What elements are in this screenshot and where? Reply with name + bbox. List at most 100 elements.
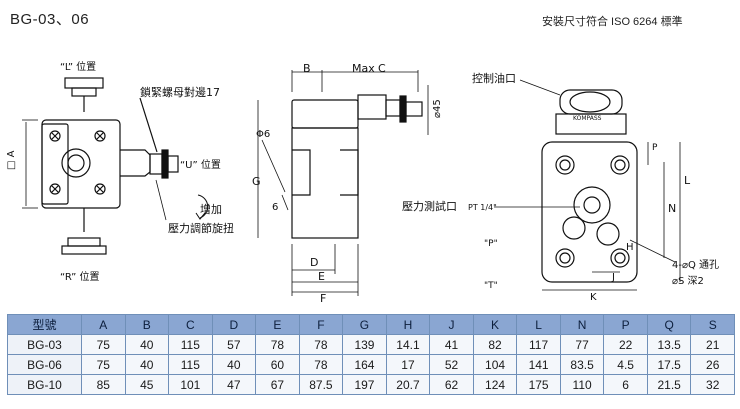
table-cell: 21.5 — [646, 374, 692, 395]
dim-j-label: J — [611, 272, 615, 283]
dim-six-label: 6 — [272, 202, 278, 213]
technical-drawing: “L” 位置 鎖緊螺母對邊17 “U” 位置 增加 壓力調節旋扭 “R” 位置 … — [6, 60, 719, 305]
table-cell: 82 — [472, 334, 518, 355]
table-cell: 124 — [472, 374, 518, 395]
table-cell: 47 — [211, 374, 257, 395]
table-header-cell: H — [385, 314, 431, 335]
table-cell: BG-03 — [7, 334, 82, 355]
table-header-cell: G — [342, 314, 387, 335]
table-header-cell: J — [429, 314, 474, 335]
table-cell: 20.7 — [385, 374, 431, 395]
dim-e-label: E — [318, 270, 325, 283]
standard-note: 安裝尺寸符合 ISO 6264 標準 — [542, 16, 683, 28]
center-view — [257, 70, 429, 296]
dim-d-label: D — [310, 256, 318, 269]
table-cell: 41 — [429, 334, 474, 355]
table-header-cell: Q — [646, 314, 692, 335]
table-row: BG-10 85 45 101 47 67 87.5 197 20.7 62 1… — [7, 374, 735, 395]
table-cell: 62 — [429, 374, 474, 395]
table-cell: 197 — [342, 374, 387, 395]
table-row: BG-06 75 40 115 40 60 78 164 17 52 104 1… — [7, 354, 735, 375]
table-cell: 101 — [168, 374, 213, 395]
dim-h-label: H — [626, 242, 634, 253]
dim-k-label: K — [590, 292, 597, 303]
table-cell: 87.5 — [298, 374, 344, 395]
table-cell: 40 — [211, 354, 257, 375]
table-cell: 164 — [342, 354, 387, 375]
table-cell: BG-10 — [7, 374, 82, 395]
table-cell: 26 — [690, 354, 735, 375]
table-cell: 78 — [255, 334, 300, 355]
table-cell: 60 — [255, 354, 300, 375]
table-cell: 45 — [124, 374, 170, 395]
increase-label: 增加 — [200, 202, 222, 216]
table-cell: 57 — [211, 334, 257, 355]
table-cell: 14.1 — [385, 334, 431, 355]
table-cell: 175 — [516, 374, 561, 395]
dim-max-label: Max — [352, 62, 375, 75]
table-cell: 17.5 — [646, 354, 692, 375]
table-cell: 6 — [603, 374, 648, 395]
table-header-cell: B — [124, 314, 170, 335]
dim-phi6-label: Φ6 — [256, 129, 270, 140]
table-header-cell: N — [559, 314, 605, 335]
depth-label: ⌀S 深2 — [672, 275, 704, 287]
table-header-cell: 型號 — [7, 314, 82, 335]
dim-g-label: G — [252, 175, 261, 188]
table-cell: 13.5 — [646, 334, 692, 355]
table-cell: 83.5 — [559, 354, 605, 375]
dim-a-label: □ A — [6, 150, 17, 170]
table-cell: 52 — [429, 354, 474, 375]
table-cell: 85 — [81, 374, 126, 395]
dim-l-label: L — [684, 174, 691, 187]
table-row: BG-03 75 40 115 57 78 78 139 14.1 41 82 … — [7, 334, 735, 355]
dimension-table: 型號 A B C D E F G H J K L N P Q S BG-03 7… — [7, 314, 735, 395]
table-header-cell: S — [690, 314, 735, 335]
table-header-row: 型號 A B C D E F G H J K L N P Q S — [7, 314, 735, 335]
model-title: BG-03、06 — [10, 11, 90, 28]
table-cell: 21 — [690, 334, 735, 355]
table-header-cell: F — [298, 314, 344, 335]
table-cell: 117 — [516, 334, 561, 355]
lock-nut-label: 鎖緊螺母對邊17 — [140, 85, 220, 99]
table-cell: 78 — [298, 334, 344, 355]
table-cell: 4.5 — [603, 354, 648, 375]
r-position-label: “R” 位置 — [60, 270, 100, 283]
table-cell: 22 — [603, 334, 648, 355]
table-header-cell: E — [255, 314, 300, 335]
u-position-label: “U” 位置 — [180, 158, 221, 171]
dim-c-label: C — [378, 62, 386, 75]
dim-phi45-label: ⌀45 — [432, 99, 443, 118]
table-cell: 67 — [255, 374, 300, 395]
pilot-oil-label: 控制油口 — [472, 71, 516, 85]
pt-label: PT 1/4" — [468, 203, 497, 212]
table-cell: 115 — [168, 334, 213, 355]
table-cell: 110 — [559, 374, 605, 395]
table-header-cell: C — [168, 314, 213, 335]
table-cell: 115 — [168, 354, 213, 375]
through-hole-label: 4-⌀Q 通孔 — [672, 259, 719, 271]
table-header-cell: A — [81, 314, 126, 335]
table-cell: 40 — [124, 354, 170, 375]
table-cell: 104 — [472, 354, 518, 375]
dim-n-label: N — [668, 202, 676, 215]
table-header-cell: P — [603, 314, 648, 335]
dim-f-label: F — [320, 292, 326, 305]
dim-b-label: B — [303, 62, 311, 75]
table-cell: BG-06 — [7, 354, 82, 375]
table-cell: 78 — [298, 354, 344, 375]
table-cell: 77 — [559, 334, 605, 355]
table-cell: 139 — [342, 334, 387, 355]
table-header-cell: D — [211, 314, 257, 335]
table-cell: 141 — [516, 354, 561, 375]
table-cell: 32 — [690, 374, 735, 395]
table-cell: 75 — [81, 354, 126, 375]
left-view — [22, 77, 209, 255]
table-cell: 75 — [81, 334, 126, 355]
table-header-cell: K — [472, 314, 518, 335]
t-port-label: "T" — [484, 281, 498, 291]
table-cell: 17 — [385, 354, 431, 375]
pressure-knob-label: 壓力調節旋扭 — [168, 221, 234, 235]
pressure-port-label: 壓力測試口 — [402, 199, 457, 213]
table-header-cell: L — [516, 314, 561, 335]
